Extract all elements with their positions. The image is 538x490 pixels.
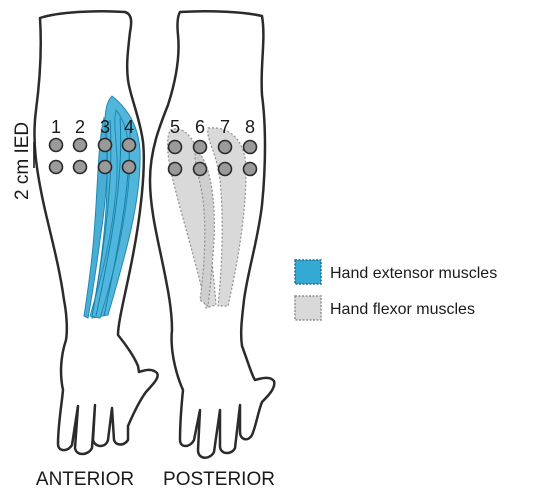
electrode-4-top — [123, 139, 136, 152]
electrode-8-top — [244, 141, 257, 154]
electrode-number-1: 1 — [51, 117, 61, 137]
ied-label: 2 cm IED — [12, 122, 33, 200]
electrode-numbers: 1 2 3 4 5 6 7 8 — [51, 117, 255, 137]
electrode-3-bottom — [99, 161, 112, 174]
electrode-2-bottom — [74, 161, 87, 174]
anterior-label: ANTERIOR — [36, 469, 134, 490]
electrode-number-2: 2 — [75, 117, 85, 137]
electrode-3-top — [99, 139, 112, 152]
gray-square-swatch-icon — [295, 296, 321, 320]
electrode-1-bottom — [50, 161, 63, 174]
legend: Hand extensor muscles Hand flexor muscle… — [295, 260, 497, 320]
electrode-1-top — [50, 139, 63, 152]
posterior-label: POSTERIOR — [163, 469, 275, 490]
blue-square-swatch-icon — [295, 260, 321, 284]
electrode-6-bottom — [194, 163, 207, 176]
electrode-5-bottom — [169, 163, 182, 176]
electrode-number-7: 7 — [220, 117, 230, 137]
electrode-4-bottom — [123, 161, 136, 174]
electrode-number-3: 3 — [100, 117, 110, 137]
electrode-number-4: 4 — [124, 117, 134, 137]
electrode-2-top — [74, 139, 87, 152]
electrode-7-bottom — [219, 163, 232, 176]
electrode-7-top — [219, 141, 232, 154]
electrode-number-5: 5 — [170, 117, 180, 137]
electrode-8-bottom — [244, 163, 257, 176]
electrode-number-6: 6 — [195, 117, 205, 137]
electrode-6-top — [194, 141, 207, 154]
electrode-number-8: 8 — [245, 117, 255, 137]
legend-extensor-label: Hand extensor muscles — [330, 265, 497, 282]
legend-flexor-label: Hand flexor muscles — [330, 301, 475, 318]
electrode-5-top — [169, 141, 182, 154]
